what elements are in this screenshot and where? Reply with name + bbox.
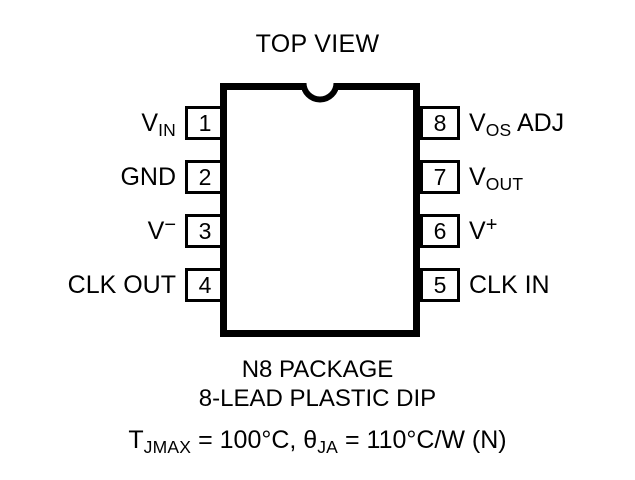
caption-lead-type: 8-LEAD PLASTIC DIP [198,385,437,412]
pin-label-6-text: V+ [469,213,498,245]
pin-label-5-text: CLK IN [469,271,550,299]
pin-label-4: CLK OUT [0,268,176,302]
pin-label-8-text: VOS ADJ [469,109,565,140]
page-title: TOP VIEW [255,30,380,58]
pin-label-2-text: GND [120,163,176,191]
pin-label-3: V− [0,214,176,250]
pin-label-7: VOUT [469,160,635,196]
pin-label-8: VOS ADJ [469,106,635,142]
pin-label-5: CLK IN [469,268,635,302]
pin-box-7[interactable]: 7 [420,160,460,194]
pin-label-2: GND [0,160,176,194]
pin-label-3-text: V− [147,213,176,245]
pin-label-7-text: VOUT [469,163,524,194]
package-body-outline [220,83,420,337]
caption-thermal-spec: TJMAX = 100°C, θJA = 110°C/W (N) [128,426,507,457]
package-notch-icon [302,83,338,103]
pin-box-5[interactable]: 5 [420,268,460,302]
pin-box-4[interactable]: 4 [185,268,225,302]
pin-label-1: VIN [0,106,176,142]
pin-box-2[interactable]: 2 [185,160,225,194]
pin-box-8[interactable]: 8 [420,106,460,140]
pin-box-1[interactable]: 1 [185,106,225,140]
pin-label-1-text: VIN [141,109,176,140]
caption-package-name: N8 PACKAGE [241,356,394,383]
pin-label-4-text: CLK OUT [67,271,176,299]
pin-box-6[interactable]: 6 [420,214,460,248]
pin-box-3[interactable]: 3 [185,214,225,248]
pin-label-6: V+ [469,214,635,250]
